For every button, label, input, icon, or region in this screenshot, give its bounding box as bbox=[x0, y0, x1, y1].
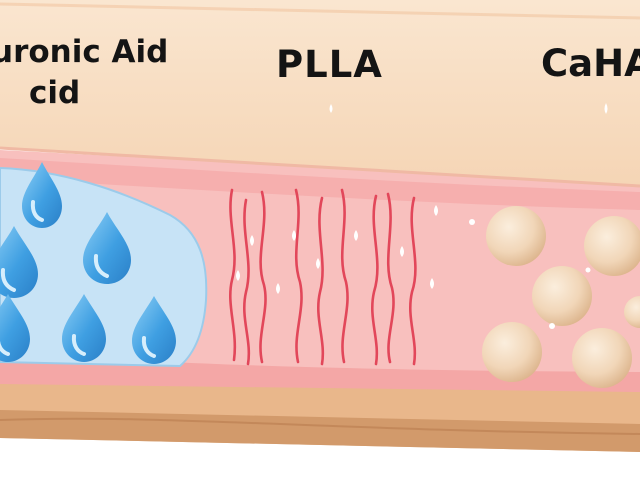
dermis-upper-band bbox=[0, 158, 640, 210]
water-droplet-icon bbox=[132, 296, 176, 364]
plla-particles bbox=[236, 205, 438, 294]
collagen-fiber-icon bbox=[370, 194, 379, 366]
water-droplet-icon bbox=[83, 212, 131, 284]
collagen-fiber-icon bbox=[408, 196, 417, 366]
collagen-fiber-icon bbox=[294, 188, 303, 364]
microsphere-icon bbox=[486, 206, 546, 266]
microsphere-icon bbox=[584, 216, 640, 276]
water-droplet-icon bbox=[62, 294, 106, 362]
water-droplet-group bbox=[0, 162, 176, 364]
collagen-fiber-icon bbox=[259, 190, 267, 364]
speck bbox=[604, 103, 608, 114]
microsphere-icon bbox=[572, 328, 632, 388]
epidermis-layer bbox=[0, 0, 640, 186]
microsphere-icon bbox=[532, 266, 592, 326]
collagen-fiber-icon bbox=[340, 188, 349, 364]
water-droplet-icon bbox=[0, 226, 38, 298]
collagen-fiber-icon bbox=[316, 196, 325, 366]
microsphere-group bbox=[469, 206, 640, 388]
plla-label: PLLA bbox=[276, 43, 383, 86]
speck bbox=[329, 104, 333, 113]
hyaluronic-acid-label-line1: uronic Aid bbox=[0, 34, 169, 70]
water-droplet-icon bbox=[0, 294, 30, 362]
epidermis-boundary bbox=[0, 146, 640, 188]
collagen-fiber-icon bbox=[242, 198, 251, 366]
water-droplet-icon bbox=[22, 162, 62, 228]
collagen-fiber-group bbox=[228, 188, 417, 366]
caha-label: CaHA bbox=[541, 42, 640, 85]
collagen-fiber-icon bbox=[386, 192, 395, 364]
collagen-fiber-icon bbox=[228, 188, 237, 362]
hyaluronic-acid-label-line2: cid bbox=[29, 75, 81, 111]
microsphere-icon bbox=[482, 322, 542, 382]
microsphere-icon bbox=[624, 296, 640, 328]
